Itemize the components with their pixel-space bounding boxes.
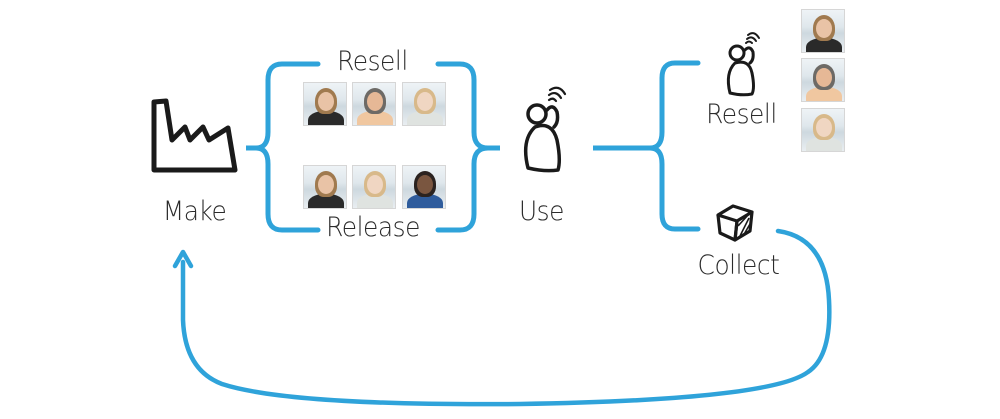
photo-body [407,194,443,208]
photo-face [816,68,832,87]
photo-body [806,38,842,52]
photo-body [357,194,393,208]
use-label: Use [518,196,564,227]
person-photo [801,108,845,152]
person-photo [303,82,347,126]
person-photo [402,165,446,209]
photo-body [308,194,344,208]
photo-face [417,92,433,111]
left-brace [255,61,321,233]
release-group-label: Release [326,212,420,243]
person-photo [352,165,396,209]
photo-face [816,118,832,137]
photo-body [308,111,344,125]
person-photo [303,165,347,209]
factory-icon [151,98,238,173]
photo-face [367,92,383,111]
photo-body [357,111,393,125]
collect-label: Collect [697,250,780,281]
return-loop-arrow [180,228,832,407]
photo-body [806,137,842,151]
person-photo [402,82,446,126]
branch-brace [649,60,701,232]
person-photo [801,58,845,102]
photo-face [318,175,334,194]
person-phone-icon [523,86,567,173]
person-phone-icon [726,32,760,97]
resell-group-label: Resell [337,46,408,77]
person-photo [801,9,845,53]
photo-face [318,92,334,111]
box-icon [716,204,754,242]
person-photo [352,82,396,126]
photo-body [407,111,443,125]
photo-face [417,175,433,194]
photo-face [367,175,383,194]
arrowhead-icon [172,249,194,269]
photo-body [806,87,842,101]
resell-end-label: Resell [706,99,777,130]
make-label: Make [162,196,227,227]
photo-face [816,19,832,38]
